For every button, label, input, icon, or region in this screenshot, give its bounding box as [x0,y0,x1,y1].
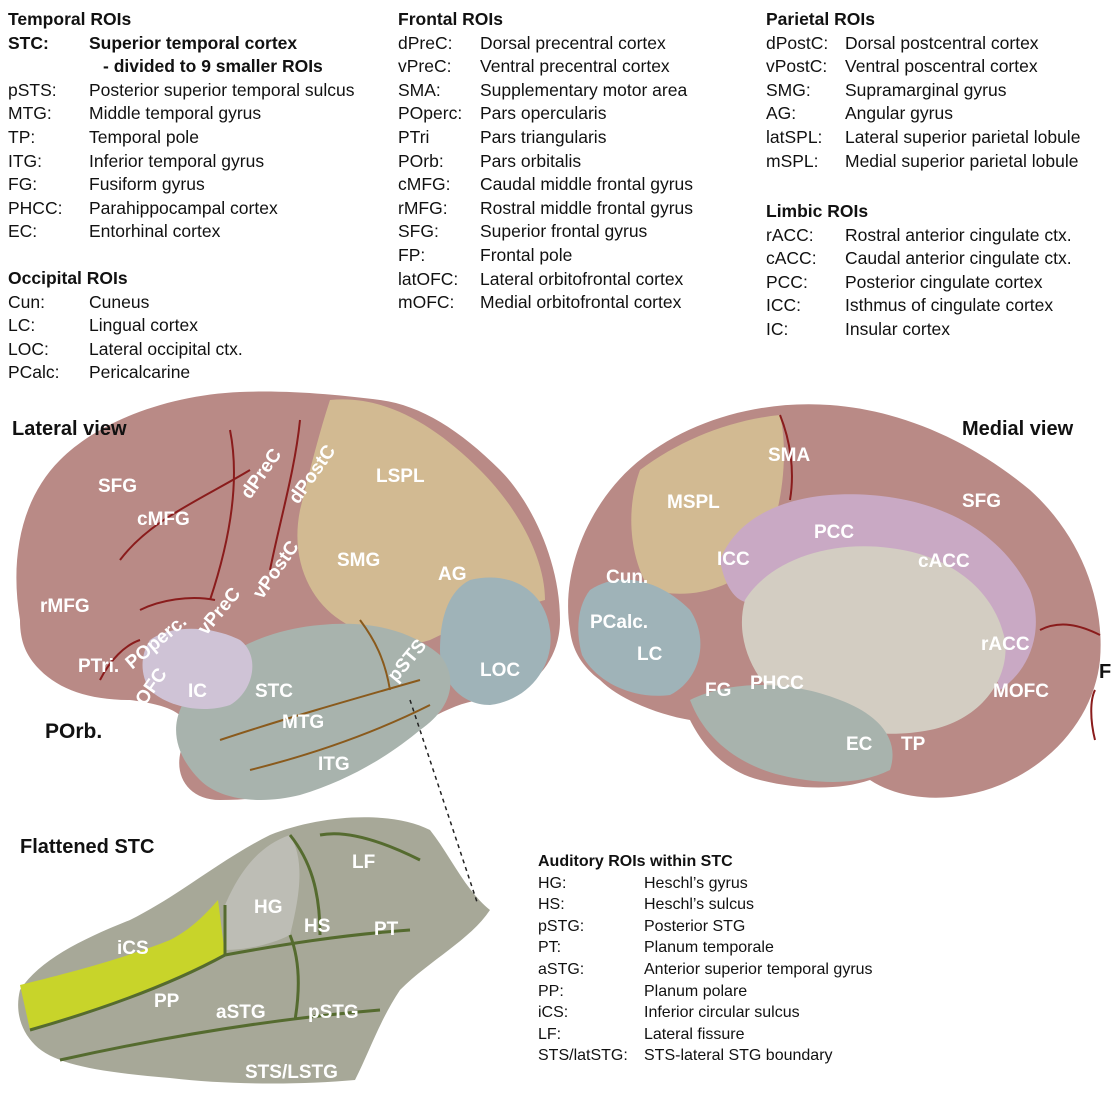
medial_labels-label: SMA [768,445,811,466]
medial_labels-label: SFG [962,491,1001,512]
lateral-view-title: Lateral view [12,418,127,441]
auditory-legend-row: iCS:Inferior circular sulcus [538,1002,873,1024]
lateral_labels-label: SMG [337,550,380,571]
medial_labels-label: cACC [918,551,970,572]
auditory-abbr: PT: [538,937,644,959]
auditory-abbr: PP: [538,981,644,1003]
lateral_labels-label: LSPL [376,466,425,487]
flat_labels-label: PT [374,919,399,940]
auditory-full-name: Posterior STG [644,916,745,938]
flat_labels-label: HS [304,916,330,937]
medial_labels-label: ICC [717,549,750,570]
auditory-abbr: HS: [538,894,644,916]
flat_labels-label: pSTG [308,1002,359,1023]
lateral_labels-label: cMFG [137,509,190,530]
auditory-legend-row: PP:Planum polare [538,981,873,1003]
medial_labels-label: rACC [981,634,1030,655]
auditory-full-name: STS-lateral STG boundary [644,1045,833,1067]
lateral_labels-label: MTG [282,712,324,733]
auditory-legend-row: HS:Heschl’s sulcus [538,894,873,916]
auditory-legend-row: STS/latSTG:STS-lateral STG boundary [538,1045,873,1067]
medial_labels-label: TP [901,734,926,755]
flat_labels-label: aSTG [216,1002,266,1023]
auditory-full-name: Planum polare [644,981,747,1003]
auditory-abbr: HG: [538,873,644,895]
flattened-stc-title: Flattened STC [20,836,154,859]
medial_labels-label: MOFC [993,681,1049,702]
auditory-abbr: aSTG: [538,959,644,981]
lateral_labels-label: rMFG [40,596,90,617]
auditory-legend-row: pSTG:Posterior STG [538,916,873,938]
medial_labels-label: PCalc. [590,612,648,633]
auditory-legend-row: aSTG:Anterior superior temporal gyrus [538,959,873,981]
lateral_labels-label: AG [438,564,467,585]
medial_labels-label: Cun. [606,567,648,588]
auditory-full-name: Anterior superior temporal gyrus [644,959,873,981]
lateral_labels-label: POrb. [45,720,102,743]
medial_labels-label: LC [637,644,663,665]
lateral_labels-label: STC [255,681,293,702]
medial_labels-label: PHCC [750,673,804,694]
medial_labels-label: EC [846,734,873,755]
lateral_labels-label: LOC [480,660,520,681]
flat_labels-label: PP [154,991,180,1012]
flat_labels-label: STS/LSTG [245,1062,338,1083]
auditory-abbr: STS/latSTG: [538,1045,644,1067]
auditory-legend: Auditory ROIs within STC HG:Heschl’s gyr… [538,851,873,1067]
auditory-full-name: Heschl’s sulcus [644,894,754,916]
flat-hg [225,835,299,950]
auditory-full-name: Planum temporale [644,937,774,959]
medial_labels-label: F [1099,661,1111,683]
lateral_labels-label: IC [188,681,207,702]
auditory-abbr: LF: [538,1024,644,1046]
medial_labels-label: PCC [814,522,854,543]
medial-brain [568,404,1101,797]
auditory-abbr: iCS: [538,1002,644,1024]
flat_labels-label: iCS [117,938,149,959]
medial_labels-label: FG [705,680,731,701]
auditory-legend-row: HG:Heschl’s gyrus [538,873,873,895]
lateral_labels-label: PTri. [78,656,119,677]
auditory-legend-row: PT:Planum temporale [538,937,873,959]
auditory-legend-row: LF:Lateral fissure [538,1024,873,1046]
auditory-full-name: Lateral fissure [644,1024,745,1046]
auditory-abbr: pSTG: [538,916,644,938]
medial-view-title: Medial view [962,418,1073,441]
flat_labels-label: HG [254,897,283,918]
lateral_labels-label: ITG [318,754,350,775]
auditory-legend-title: Auditory ROIs within STC [538,851,873,873]
occipital-region-lateral [440,577,551,705]
lateral_labels-label: SFG [98,476,137,497]
auditory-full-name: Inferior circular sulcus [644,1002,800,1024]
flat_labels-label: LF [352,852,375,873]
medial_labels-label: MSPL [667,492,720,513]
auditory-full-name: Heschl’s gyrus [644,873,748,895]
